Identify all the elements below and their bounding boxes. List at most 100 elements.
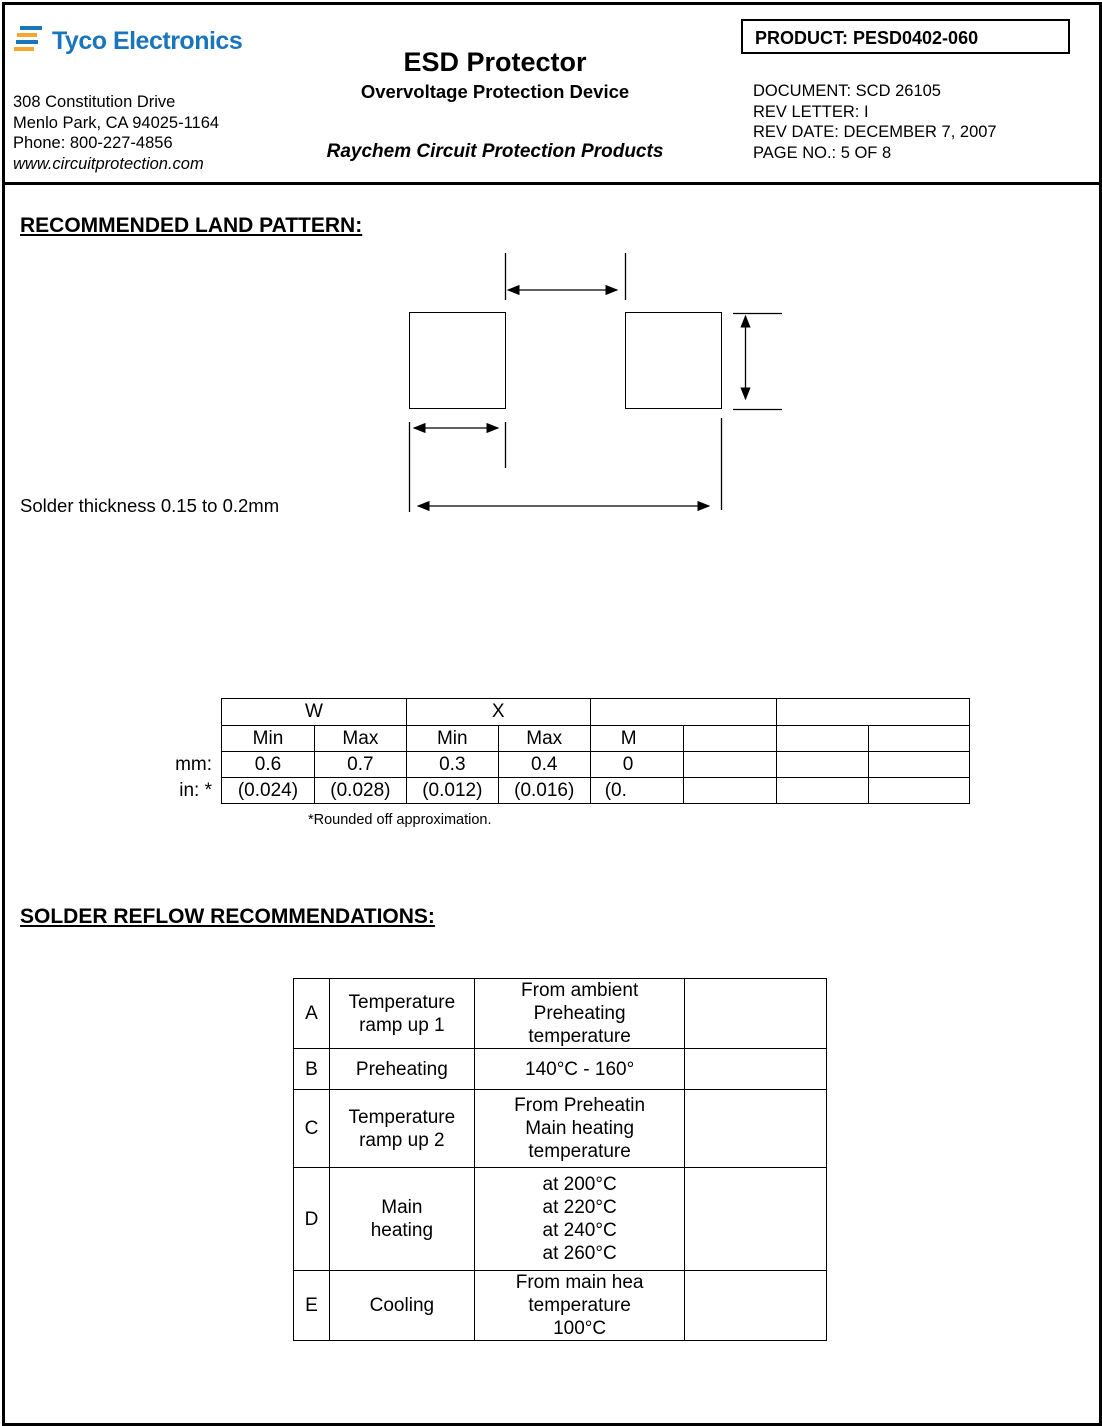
cell: 0.4: [497, 751, 591, 778]
stage-id: D: [293, 1167, 330, 1271]
subheader: Min: [221, 725, 315, 752]
group-header-w: W: [221, 698, 407, 726]
pad-left: [409, 312, 506, 409]
doc-subtitle: Overvoltage Protection Device: [360, 81, 630, 102]
subheader: Max: [313, 725, 407, 752]
stage-condition-line: From Preheatin: [514, 1095, 646, 1116]
stage-condition-line: Preheating: [533, 1003, 626, 1024]
subheader: M: [589, 725, 684, 752]
subheader: [868, 725, 970, 752]
table-footnote: *Rounded off approximation.: [308, 812, 492, 828]
document-info: DOCUMENT: SCD 26105 REV LETTER: I REV DA…: [753, 81, 997, 163]
row-label-in: in: *: [179, 780, 212, 801]
address-line: 308 Constitution Drive: [13, 93, 176, 111]
stage-condition-line: at 260°C: [542, 1243, 617, 1264]
stage-name-line: Main: [381, 1197, 423, 1218]
cell: (0.028): [313, 777, 407, 804]
row-label-mm: mm:: [175, 754, 212, 775]
cell: [868, 751, 970, 778]
company-name: Tyco Electronics: [52, 27, 243, 55]
stage-name: Preheating: [328, 1048, 475, 1090]
stage-value: [684, 1167, 827, 1271]
cell: 0.7: [313, 751, 407, 778]
rev-letter: REV LETTER: I: [753, 102, 869, 121]
stage-id: A: [293, 978, 330, 1049]
stage-value: [684, 978, 827, 1049]
rev-date: REV DATE: DECEMBER 7, 2007: [753, 123, 997, 141]
phone: Phone: 800-227-4856: [13, 134, 173, 152]
stage-name-line: Cooling: [369, 1295, 435, 1316]
stage-value: [684, 1089, 827, 1168]
stage-id: B: [293, 1048, 330, 1090]
solder-thickness-note: Solder thickness 0.15 to 0.2mm: [20, 495, 280, 516]
cell: 0: [589, 751, 684, 778]
cell: 0.3: [405, 751, 499, 778]
cell: [868, 777, 970, 804]
stage-value: [684, 1048, 827, 1090]
stage-name-line: ramp up 1: [359, 1014, 445, 1036]
table-row-mm: 0.6 0.7 0.3 0.4 0: [221, 751, 970, 778]
land-pattern-drawing: [408, 253, 782, 512]
stage-name-line: heating: [370, 1220, 434, 1241]
group-header: [776, 698, 970, 726]
division-name: Raychem Circuit Protection Products: [326, 141, 664, 162]
stage-condition-line: 100°C: [553, 1318, 607, 1339]
reflow-heading: SOLDER REFLOW RECOMMENDATIONS:: [20, 905, 435, 928]
stage-condition-line: temperature: [528, 1026, 631, 1047]
stage-condition: 140°C - 160°: [473, 1048, 686, 1090]
cell: (0.024): [221, 777, 315, 804]
company-address: 308 Constitution Drive Menlo Park, CA 94…: [13, 92, 219, 174]
subheader-row: Min Max Min Max M: [221, 725, 970, 752]
stage-name: Cooling: [328, 1270, 475, 1341]
company-logo: Tyco Electronics: [14, 26, 243, 56]
land-pattern-table: W X Min Max Min Max M 0.6 0.7 0.3 0.4 0 …: [221, 698, 970, 804]
doc-title: ESD Protector: [403, 47, 587, 77]
stage-condition-line: at 220°C: [542, 1197, 617, 1218]
address-line: Menlo Park, CA 94025-1164: [13, 113, 220, 132]
pad-right: [625, 312, 722, 409]
stage-condition-line: at 240°C: [542, 1220, 617, 1241]
cell: (0.012): [405, 777, 499, 804]
group-header: [589, 698, 778, 726]
website-link[interactable]: www.circuitprotection.com: [13, 154, 204, 173]
product-box: PRODUCT: PESD0402-060: [741, 19, 1070, 54]
group-header-x: X: [405, 698, 591, 726]
subheader: Min: [405, 725, 499, 752]
stage-condition-line: at 200°C: [542, 1174, 617, 1195]
subheader: Max: [497, 725, 591, 752]
stage-name-line: Temperature: [348, 991, 456, 1013]
cell: 0.6: [221, 751, 315, 778]
stage-condition-line: 140°C - 160°: [525, 1058, 635, 1080]
stage-name-line: ramp up 2: [359, 1129, 445, 1151]
cell: (0.: [589, 777, 684, 804]
cell: [682, 751, 778, 778]
stage-condition-line: From main hea: [515, 1272, 644, 1293]
stage-name-line: Preheating: [355, 1058, 448, 1080]
stage-value: [684, 1270, 827, 1341]
land-pattern-heading: RECOMMENDED LAND PATTERN:: [20, 214, 363, 237]
page-number: PAGE NO.: 5 OF 8: [753, 143, 892, 162]
stage-condition-line: temperature: [528, 1295, 631, 1316]
subheader: [682, 725, 778, 752]
document-number: DOCUMENT: SCD 26105: [753, 82, 941, 100]
stage-condition-line: temperature: [528, 1141, 631, 1162]
tyco-logo-icon: [14, 26, 42, 51]
cell: [682, 777, 778, 804]
cell: [776, 751, 870, 778]
stage-id: C: [293, 1089, 330, 1168]
stage-condition-line: From ambient: [521, 980, 639, 1001]
reflow-row: B Preheating 140°C - 160°: [293, 1048, 827, 1090]
